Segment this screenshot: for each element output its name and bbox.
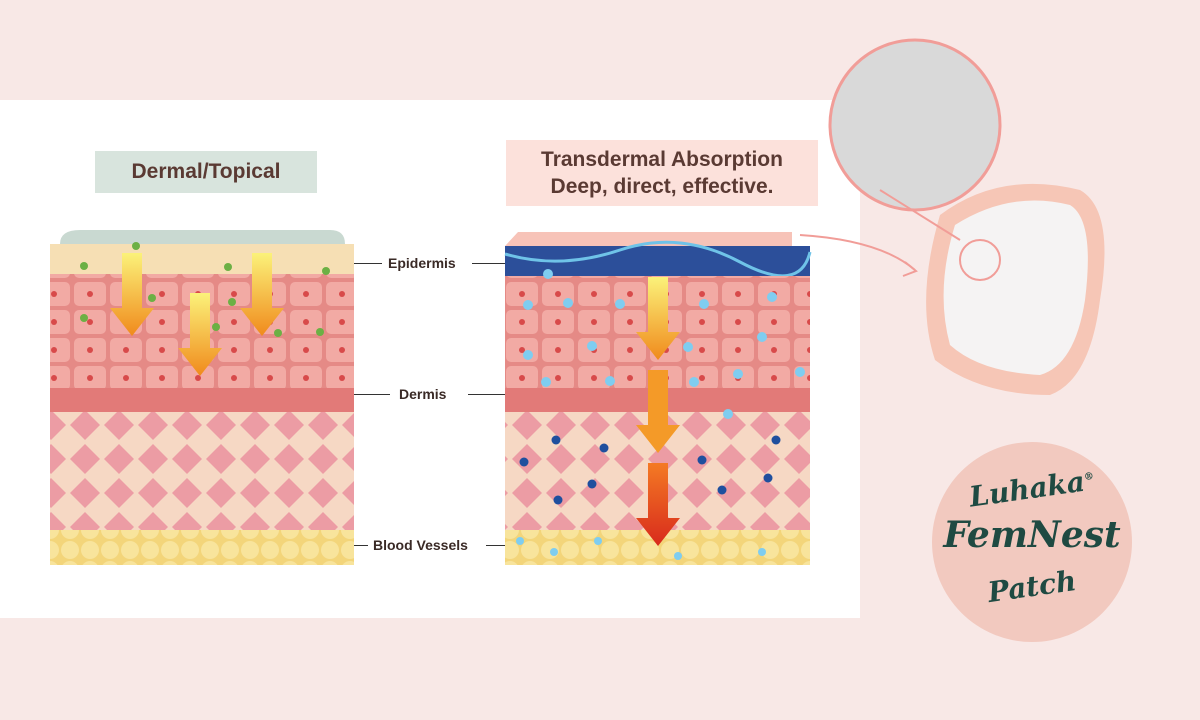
dermis-leader-right	[468, 394, 505, 395]
transdermal-subtitle: Deep, direct, effective.	[550, 175, 774, 198]
logo-product: FemNest	[943, 514, 1121, 556]
epidermis-leader-left	[354, 263, 382, 264]
patch-illustration	[799, 38, 1105, 395]
femnest-logo: Luhaka® FemNest Patch	[932, 442, 1132, 642]
transdermal-skin-diagram	[504, 232, 812, 565]
dermis-label: Dermis	[399, 386, 447, 402]
blood-vessels-leader-right	[486, 545, 505, 546]
logo-registered: ®	[1083, 470, 1095, 484]
logo-brand-text: Luhaka	[967, 464, 1087, 514]
logo-type: Patch	[985, 563, 1079, 610]
blood-vessels-label: Blood Vessels	[373, 537, 468, 553]
dermal-skin-diagram	[50, 230, 354, 565]
dermis-leader-left	[354, 394, 390, 395]
transdermal-title: Transdermal Absorption	[541, 148, 783, 171]
blood-vessels-leader-left	[354, 545, 368, 546]
dermal-topical-heading: Dermal/Topical	[95, 151, 317, 193]
epidermis-label: Epidermis	[388, 255, 456, 271]
epidermis-leader-right	[472, 263, 505, 264]
transdermal-heading: Transdermal Absorption Deep, direct, eff…	[506, 140, 818, 206]
